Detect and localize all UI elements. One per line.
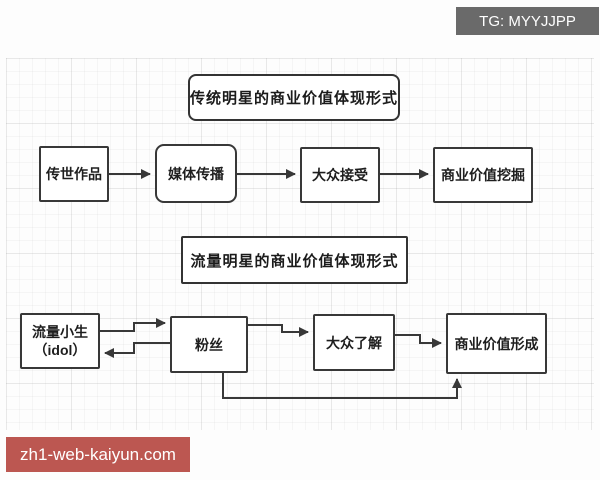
node-value-formation: 商业价值形成 [446,313,547,374]
node-media-spread: 媒体传播 [155,144,237,203]
tg-watermark-badge: TG: MYYJJPP [456,7,599,35]
arrow-fans-to-idol [104,342,170,358]
arrow-fans-feedback-to-value [222,373,462,399]
arrow-fans-to-public [248,324,309,337]
chart2-title: 流量明星的商业价值体现形式 [181,236,408,284]
node-traffic-idol-line2: （idol） [33,342,87,358]
node-public-acceptance: 大众接受 [300,147,380,203]
node-fans: 粉丝 [170,316,248,373]
arrow-idol-to-fans [100,318,166,332]
node-traffic-idol: 流量小生 （idol） [20,313,100,369]
node-public-awareness: 大众了解 [313,314,395,371]
arrow-public-to-value [395,334,442,348]
node-legacy-works: 传世作品 [39,146,109,202]
site-watermark-badge: zh1-web-kaiyun.com [6,437,190,472]
node-value-mining: 商业价值挖掘 [433,147,533,203]
chart1-title: 传统明星的商业价值体现形式 [188,74,400,121]
node-traffic-idol-line1: 流量小生 [32,324,88,340]
